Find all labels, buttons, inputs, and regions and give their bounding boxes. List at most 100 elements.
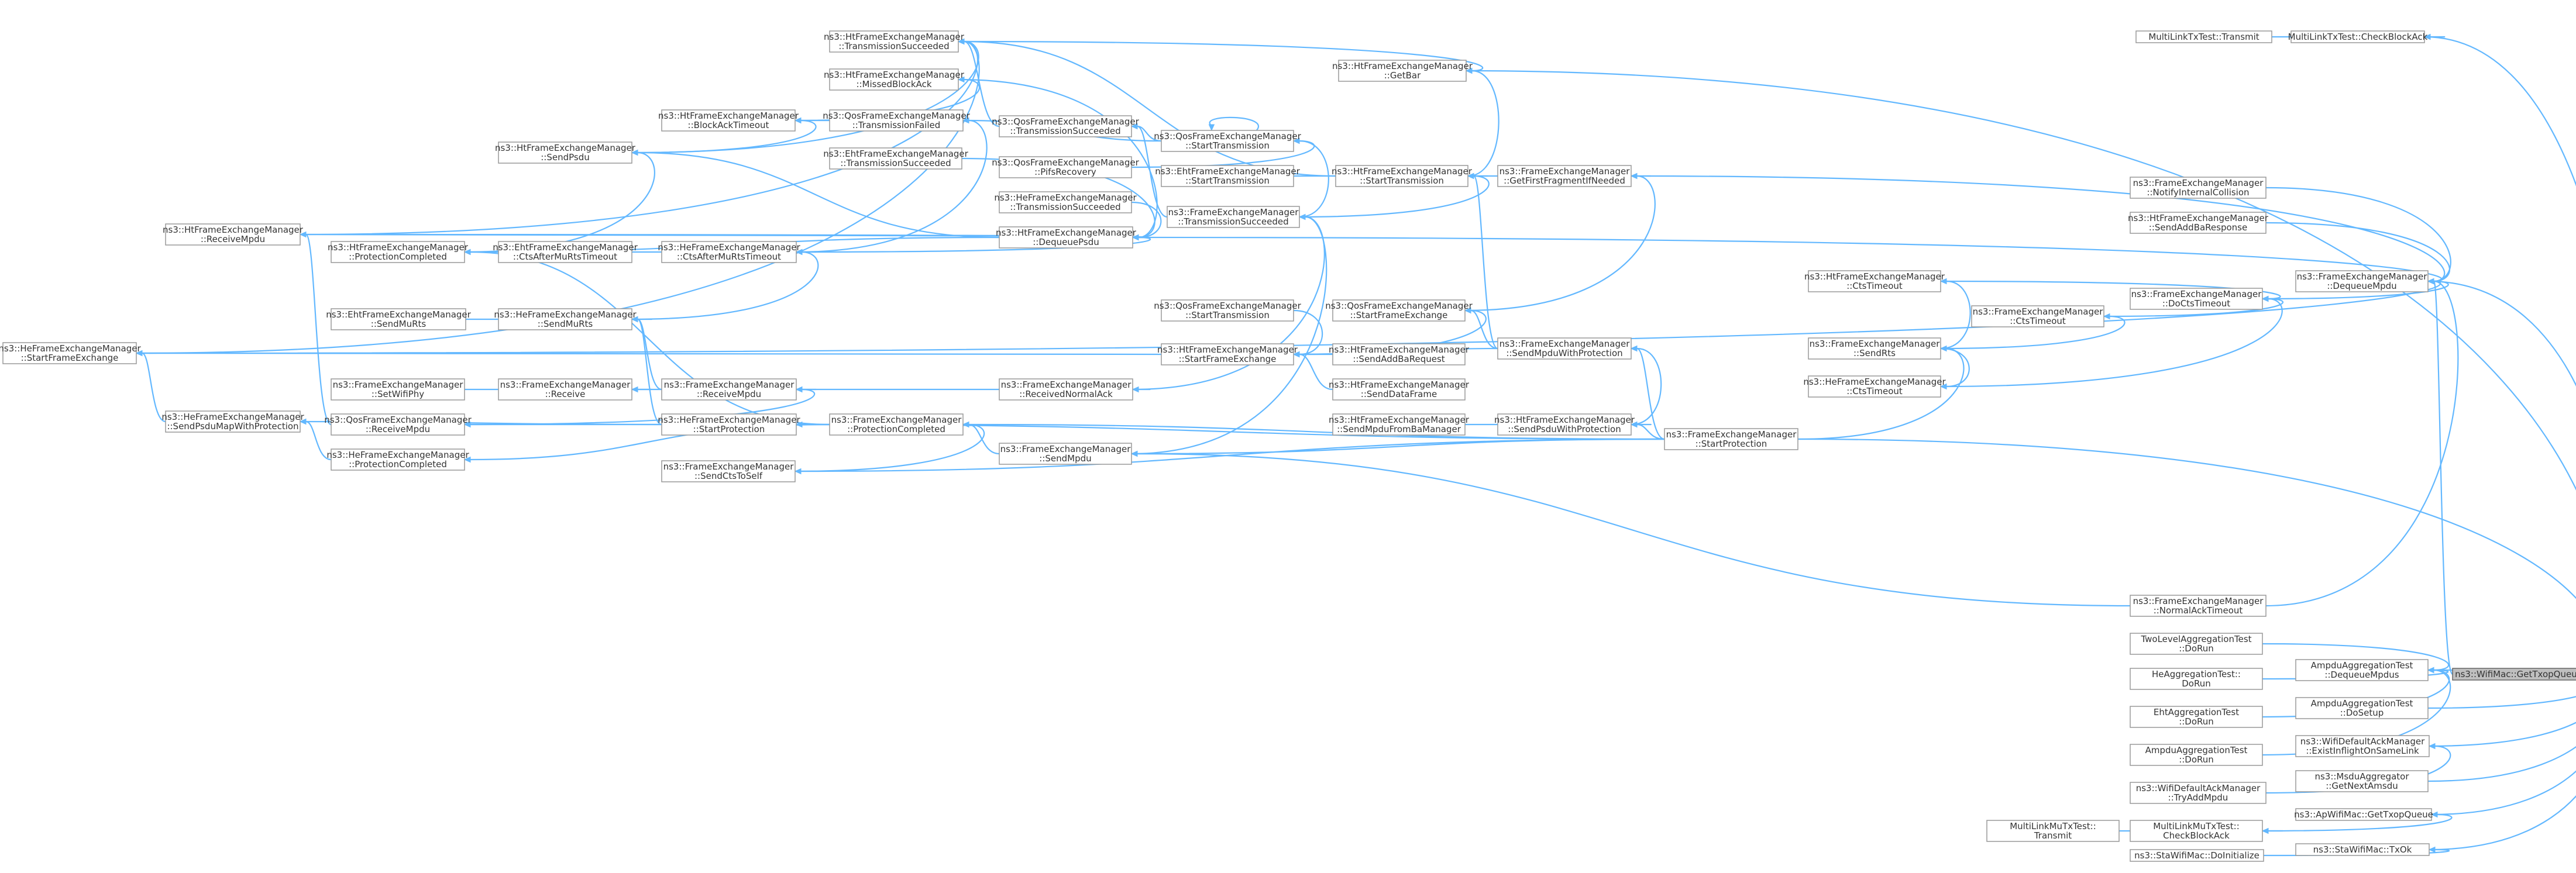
node-label: ::ProtectionCompleted xyxy=(349,251,447,262)
node-n51[interactable]: ns3::FrameExchangeManager::SendCtsToSelf xyxy=(661,460,796,482)
node-n53[interactable]: ns3::FrameExchangeManager::StartProtecti… xyxy=(1664,428,1798,450)
node-label: ::DequeuePsdu xyxy=(1033,237,1099,247)
node-label: ns3::FrameExchangeManager xyxy=(1001,379,1132,390)
node-n45[interactable]: ns3::QosFrameExchangeManager::ReceiveMpd… xyxy=(324,413,472,436)
node-label: ::SendMuRts xyxy=(538,319,593,329)
node-n0[interactable]: ns3::WifiMac::GetTxopQueue xyxy=(2452,668,2576,681)
node-n11[interactable]: ns3::EhtFrameExchangeManager::Transmissi… xyxy=(823,147,969,170)
node-label: MultiLinkTxTest::CheckBlockAck xyxy=(2288,32,2428,42)
node-n47[interactable]: ns3::FrameExchangeManager::ProtectionCom… xyxy=(829,413,964,436)
node-n25[interactable]: ns3::FrameExchangeManager::DequeueMpdu xyxy=(2295,270,2429,292)
node-n66[interactable]: MultiLinkMuTxTest::CheckBlockAck xyxy=(2130,820,2263,842)
node-n29[interactable]: ns3::HeFrameExchangeManager::SendMuRts xyxy=(494,308,637,330)
node-n35[interactable]: ns3::HtFrameExchangeManager::SendAddBaRe… xyxy=(1329,343,1470,365)
node-n56[interactable]: HeAggregationTest::DoRun xyxy=(2130,668,2263,690)
node-n10[interactable]: ns3::QosFrameExchangeManager::PifsRecove… xyxy=(992,156,1140,178)
node-label: ns3::HtFrameExchangeManager xyxy=(2128,213,2269,223)
node-label: MultiLinkMuTxTest:: xyxy=(2010,821,2096,831)
node-n39[interactable]: ns3::FrameExchangeManager::Receive xyxy=(498,378,632,401)
edge-n17-n6 xyxy=(1130,123,1168,218)
node-label: ::ReceiveMpdu xyxy=(201,234,265,244)
node-n52[interactable]: ns3::FrameExchangeManager::SendMpdu xyxy=(999,443,1132,465)
node-n54[interactable]: ns3::FrameExchangeManager::NormalAckTime… xyxy=(2130,595,2267,617)
node-box xyxy=(331,308,466,330)
node-n9[interactable]: ns3::QosFrameExchangeManager::Transmissi… xyxy=(823,109,971,132)
node-n62[interactable]: ns3::MsduAggregator::GetNextAmsdu xyxy=(2295,770,2429,792)
node-n30[interactable]: ns3::QosFrameExchangeManager::StartTrans… xyxy=(1154,299,1302,322)
edge-n15-n3 xyxy=(1465,67,1499,177)
node-n42[interactable]: ns3::HtFrameExchangeManager::SendDataFra… xyxy=(1329,378,1470,401)
node-n24[interactable]: ns3::HtFrameExchangeManager::SendAddBaRe… xyxy=(2128,212,2269,234)
node-n5[interactable]: ns3::HtFrameExchangeManager::MissedBlock… xyxy=(824,68,965,91)
node-n32[interactable]: ns3::FrameExchangeManager::CtsTimeout xyxy=(1971,305,2104,327)
node-label: ns3::HeFrameExchangeManager xyxy=(658,415,800,425)
node-label: ::TransmissionSucceeded xyxy=(1178,216,1288,227)
edge-line xyxy=(136,40,980,354)
node-n36[interactable]: ns3::FrameExchangeManager::SendMpduWithP… xyxy=(1497,337,1632,360)
node-n15[interactable]: ns3::HtFrameExchangeManager::StartTransm… xyxy=(1332,165,1473,187)
node-n43[interactable]: ns3::HeFrameExchangeManager::CtsTimeout xyxy=(1803,375,1946,398)
edge-line xyxy=(1631,175,2446,282)
node-n55[interactable]: TwoLevelAggregationTest::DoRun xyxy=(2130,633,2263,655)
edge-line xyxy=(464,388,816,426)
node-n6[interactable]: ns3::QosFrameExchangeManager::Transmissi… xyxy=(992,115,1140,137)
node-n21[interactable]: ns3::HeFrameExchangeManager::CtsAfterMuR… xyxy=(658,241,800,263)
node-n7[interactable]: ns3::QosFrameExchangeManager::StartTrans… xyxy=(1154,130,1302,152)
node-label: MultiLinkTxTest::Transmit xyxy=(2148,32,2259,42)
node-n48[interactable]: ns3::HtFrameExchangeManager::SendMpduFro… xyxy=(1329,413,1470,436)
node-n64[interactable]: ns3::ApWifiMac::GetTxopQueue xyxy=(2294,808,2433,821)
edge-line xyxy=(2265,280,2459,607)
node-n22[interactable]: ns3::HtFrameExchangeManager::DequeuePsdu xyxy=(996,226,1137,249)
node-n18[interactable]: ns3::HtFrameExchangeManager::ReceiveMpdu xyxy=(163,223,304,246)
node-n31[interactable]: ns3::QosFrameExchangeManager::StartFrame… xyxy=(1325,299,1473,322)
node-n20[interactable]: ns3::EhtFrameExchangeManager::CtsAfterMu… xyxy=(493,241,638,263)
node-label: ::TransmissionSucceeded xyxy=(838,41,949,51)
node-n59[interactable]: EhtAggregationTest::DoRun xyxy=(2130,706,2263,728)
node-n65[interactable]: MultiLinkMuTxTest::Transmit xyxy=(1986,820,2120,842)
node-n34[interactable]: ns3::HtFrameExchangeManager::StartFrameE… xyxy=(1157,343,1298,365)
node-box xyxy=(661,241,797,263)
node-n49[interactable]: ns3::HtFrameExchangeManager::SendPsduWit… xyxy=(1494,413,1635,436)
node-n44[interactable]: ns3::HeFrameExchangeManager::SendPsduMap… xyxy=(161,410,304,433)
node-n8[interactable]: ns3::HtFrameExchangeManager::BlockAckTim… xyxy=(658,109,799,132)
node-n46[interactable]: ns3::HeFrameExchangeManager::ProtectionC… xyxy=(326,448,469,471)
node-n33[interactable]: ns3::HeFrameExchangeManager::StartFrameE… xyxy=(0,342,141,364)
node-box xyxy=(829,109,964,132)
node-n61[interactable]: AmpduAggregationTest::DoRun xyxy=(2130,744,2263,766)
node-n50[interactable]: ns3::HeFrameExchangeManager::StartProtec… xyxy=(658,413,800,436)
node-n2[interactable]: MultiLinkTxTest::Transmit xyxy=(2135,30,2272,43)
node-n3[interactable]: ns3::HtFrameExchangeManager::GetBar xyxy=(1332,60,1473,82)
node-n41[interactable]: ns3::FrameExchangeManager::ReceivedNorma… xyxy=(999,378,1133,401)
node-n40[interactable]: ns3::FrameExchangeManager::ReceiveMpdu xyxy=(661,378,797,401)
node-n4[interactable]: ns3::HtFrameExchangeManager::Transmissio… xyxy=(824,30,965,53)
node-box xyxy=(2130,782,2267,804)
node-n28[interactable]: ns3::EhtFrameExchangeManager::SendMuRts xyxy=(326,308,472,330)
node-n27[interactable]: ns3::FrameExchangeManager::DoCtsTimeout xyxy=(2130,288,2263,310)
edge-line xyxy=(1137,125,1168,218)
node-n63[interactable]: ns3::WifiDefaultAckManager::TryAddMpdu xyxy=(2130,782,2267,804)
edge-arrowhead xyxy=(2427,667,2434,674)
node-n13[interactable]: ns3::HtFrameExchangeManager::SendPsdu xyxy=(495,142,636,164)
node-n23[interactable]: ns3::FrameExchangeManager::NotifyInterna… xyxy=(2130,177,2267,199)
node-label: ::SendDataFrame xyxy=(1361,389,1437,399)
node-n37[interactable]: ns3::FrameExchangeManager::SendRts xyxy=(1808,337,1941,360)
node-n58[interactable]: AmpduAggregationTest::DoSetup xyxy=(2295,697,2429,719)
node-n17[interactable]: ns3::FrameExchangeManager::TransmissionS… xyxy=(1167,206,1300,228)
node-box xyxy=(2130,849,2264,862)
node-n60[interactable]: ns3::WifiDefaultAckManager::ExistInfligh… xyxy=(2295,735,2430,757)
node-n38[interactable]: ns3::FrameExchangeManager::SetWifiPhy xyxy=(331,378,465,401)
edge-line xyxy=(1631,347,1662,426)
node-n16[interactable]: ns3::FrameExchangeManager::GetFirstFragm… xyxy=(1497,165,1632,187)
node-n19[interactable]: ns3::HtFrameExchangeManager::ProtectionC… xyxy=(328,241,469,263)
node-n14[interactable]: ns3::EhtFrameExchangeManager::StartTrans… xyxy=(1155,165,1301,187)
node-n68[interactable]: ns3::StaWifiMac::DoInitialize xyxy=(2130,849,2264,862)
node-n57[interactable]: AmpduAggregationTest::DequeueMpdus xyxy=(2295,659,2429,681)
edge-line xyxy=(2424,36,2576,187)
edge-line xyxy=(2265,222,2450,282)
node-n26[interactable]: ns3::HtFrameExchangeManager::CtsTimeout xyxy=(1804,270,1945,292)
node-n1[interactable]: MultiLinkTxTest::CheckBlockAck xyxy=(2288,30,2428,43)
node-box xyxy=(1332,299,1466,322)
node-box xyxy=(498,308,632,330)
node-n67[interactable]: ns3::StaWifiMac::TxOk xyxy=(2295,843,2430,856)
node-n12[interactable]: ns3::HeFrameExchangeManager::Transmissio… xyxy=(994,191,1137,213)
